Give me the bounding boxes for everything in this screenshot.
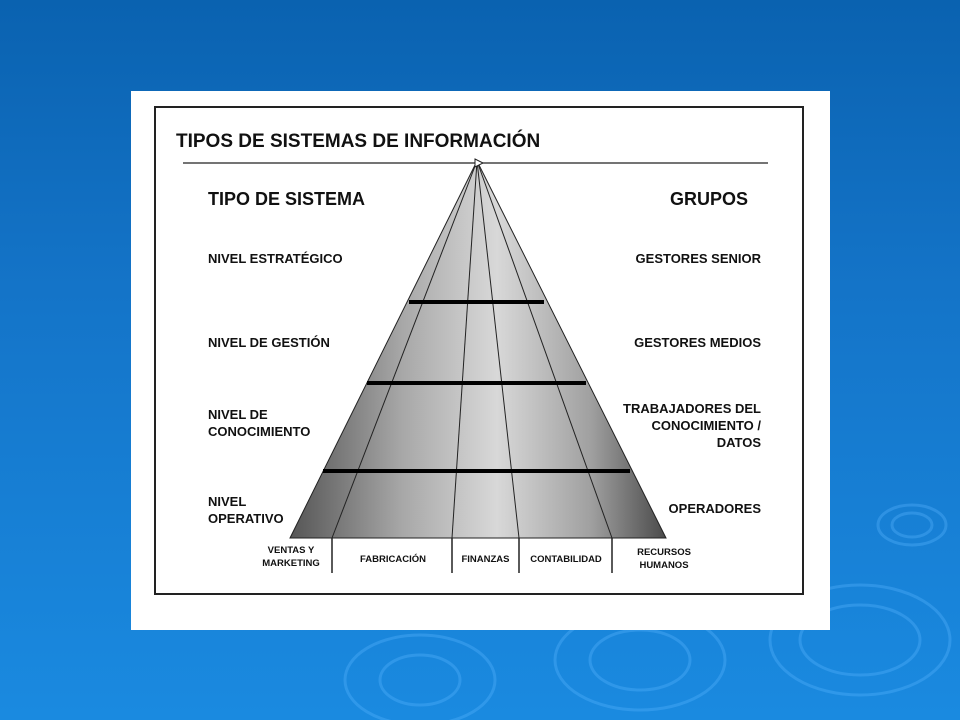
group-label: CONOCIMIENTO /: [651, 418, 761, 433]
group-label: DATOS: [716, 435, 761, 450]
level-label: NIVEL ESTRATÉGICO: [208, 251, 343, 266]
diagram-frame: [154, 106, 804, 595]
level-label: NIVEL: [208, 494, 247, 509]
level-strategic: NIVEL ESTRATÉGICO: [208, 250, 343, 267]
dept-accounting: CONTABILIDAD: [521, 553, 611, 566]
level-label: OPERATIVO: [208, 511, 284, 526]
pyramid-level-dividers: [323, 300, 630, 473]
dept-human-resources: RECURSOS HUMANOS: [619, 546, 709, 572]
group-senior: GESTORES SENIOR: [636, 250, 761, 267]
level-knowledge: NIVEL DE CONOCIMIENTO: [208, 406, 310, 440]
dept-label: HUMANOS: [639, 560, 689, 571]
group-middle: GESTORES MEDIOS: [634, 334, 761, 351]
department-dividers: [331, 538, 613, 573]
level-label: CONOCIMIENTO: [208, 424, 311, 439]
right-header: GRUPOS: [669, 189, 748, 209]
dept-label: FINANZAS: [461, 554, 510, 565]
level-label: NIVEL DE: [208, 407, 268, 422]
pyramid-diagram: [183, 158, 768, 573]
left-header: TIPO DE SISTEMA: [208, 189, 366, 209]
dept-label: CONTABILIDAD: [530, 554, 602, 565]
level-label: NIVEL DE GESTIÓN: [208, 335, 330, 350]
group-label: OPERADORES: [668, 501, 761, 516]
dept-label: FABRICACIÓN: [360, 554, 426, 565]
apex-flag-icon: [474, 158, 485, 168]
dept-label: MARKETING: [262, 558, 320, 569]
dept-finance: FINANZAS: [453, 553, 518, 566]
pyramid-shape: [289, 159, 667, 539]
diagram-title: TIPOS DE SISTEMAS DE INFORMACIÓN: [176, 131, 541, 152]
group-knowledge-workers: TRABAJADORES DEL CONOCIMIENTO / DATOS: [623, 400, 761, 451]
level-management: NIVEL DE GESTIÓN: [208, 334, 330, 351]
slide-card: TIPOS DE SISTEMAS DE INFORMACIÓN TIPO DE…: [131, 91, 830, 630]
group-label: GESTORES SENIOR: [635, 251, 761, 266]
pyramid-column-lines: [331, 160, 613, 539]
dept-label: RECURSOS: [637, 547, 691, 558]
group-operators: OPERADORES: [669, 500, 761, 517]
dept-label: VENTAS Y: [267, 545, 315, 556]
group-label: GESTORES MEDIOS: [634, 335, 761, 350]
dept-manufacturing: FABRICACIÓN: [337, 553, 449, 566]
level-operational: NIVEL OPERATIVO: [208, 493, 284, 527]
group-label: TRABAJADORES DEL: [623, 401, 761, 416]
dept-sales-marketing: VENTAS Y MARKETING: [253, 544, 329, 570]
